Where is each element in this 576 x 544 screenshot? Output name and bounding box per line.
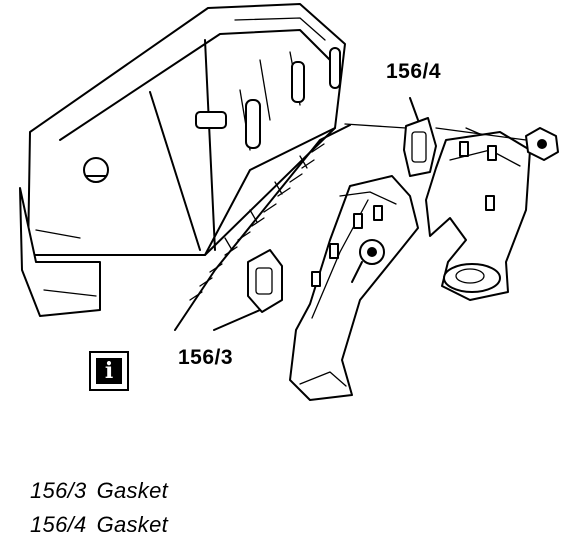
legend-code: 156/3 — [30, 478, 87, 503]
gasket-156-3-part — [213, 249, 283, 331]
engine-exploded-diagram — [19, 3, 559, 401]
legend-code: 156/4 — [30, 512, 87, 537]
info-icon: i — [89, 351, 129, 391]
cylinder-head — [19, 3, 351, 331]
nut — [435, 127, 559, 161]
exhaust-manifold-front — [289, 175, 419, 401]
legend-item: 156/4 Gasket — [30, 512, 168, 538]
legend-label: Gasket — [96, 512, 169, 537]
exhaust-manifold-rear — [425, 127, 531, 301]
callout-gasket-156-4: 156/4 — [386, 60, 442, 83]
gasket-156-4-part — [344, 97, 437, 177]
callout-gasket-156-3: 156/3 — [178, 346, 234, 369]
legend-item: 156/3 Gasket — [30, 478, 168, 504]
legend-label: Gasket — [96, 478, 169, 503]
info-glyph: i — [96, 358, 122, 384]
